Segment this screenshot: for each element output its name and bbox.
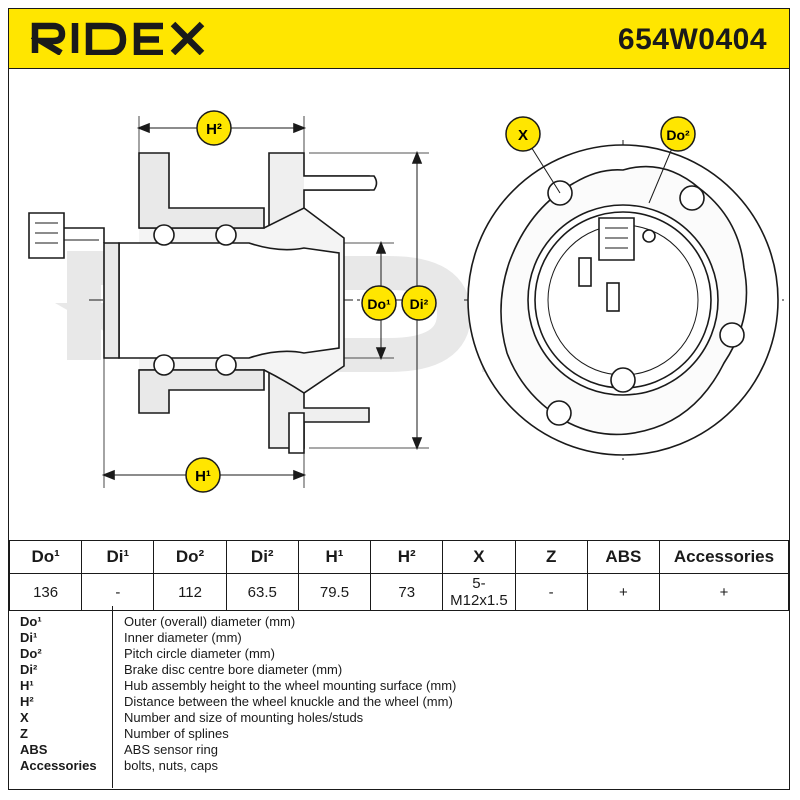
legend-row: Accessories bolts, nuts, caps [9, 758, 789, 774]
spec-table: Do¹ Di¹ Do² Di² H¹ H² X Z ABS Accessorie… [8, 540, 789, 611]
svg-text:X: X [518, 127, 528, 144]
spec-value-do2: 112 [153, 573, 227, 611]
legend-abbr: H² [20, 694, 34, 709]
legend-abbr: Do¹ [20, 614, 42, 629]
legend-desc: Number and size of mounting holes/studs [124, 710, 364, 725]
spec-value-do1: 136 [8, 573, 83, 611]
outer-frame [8, 8, 790, 790]
legend-row: ABS ABS sensor ring [9, 742, 789, 758]
spec-value-di1: - [81, 573, 155, 611]
legend-desc: Brake disc centre bore diameter (mm) [124, 662, 343, 677]
legend: Do¹ Outer (overall) diameter (mm) Di¹ In… [9, 606, 789, 788]
spec-value-h1: 79.5 [297, 573, 372, 611]
spec-value-h2: 73 [370, 573, 444, 611]
spec-table-header-row: Do¹ Di¹ Do² Di² H¹ H² X Z ABS Accessorie… [8, 540, 789, 574]
svg-text:Do²: Do² [666, 127, 690, 143]
legend-desc: Distance between the wheel knuckle and t… [124, 694, 453, 709]
label-do1: Do¹ [361, 285, 397, 321]
spec-header-z: Z [514, 540, 588, 574]
ridex-logo [31, 21, 205, 55]
legend-row: Z Number of splines [9, 726, 789, 742]
spec-header-di1: Di¹ [81, 540, 155, 574]
label-x: X [505, 116, 541, 152]
legend-abbr: H¹ [20, 678, 34, 693]
legend-abbr: Do² [20, 646, 42, 661]
legend-row: H² Distance between the wheel knuckle an… [9, 694, 789, 710]
legend-desc: ABS sensor ring [124, 742, 218, 757]
legend-desc: bolts, nuts, caps [124, 758, 218, 773]
legend-row: X Number and size of mounting holes/stud… [9, 710, 789, 726]
legend-row: Do² Pitch circle diameter (mm) [9, 646, 789, 662]
part-number: 654W0404 [617, 23, 767, 56]
legend-desc: Inner diameter (mm) [124, 630, 242, 645]
spec-header-x: X [442, 540, 516, 574]
hub-cross-section [28, 116, 429, 488]
legend-desc: Hub assembly height to the wheel mountin… [124, 678, 457, 693]
legend-abbr: Accessories [20, 758, 97, 773]
spec-header-h1: H¹ [297, 540, 372, 574]
spec-header-abs: ABS [586, 540, 661, 574]
legend-row: Di² Brake disc centre bore diameter (mm) [9, 662, 789, 678]
legend-desc: Pitch circle diameter (mm) [124, 646, 275, 661]
svg-text:H¹: H¹ [195, 468, 211, 485]
legend-divider [112, 606, 113, 788]
header-bar: 654W0404 [9, 9, 789, 69]
legend-abbr: ABS [20, 742, 48, 757]
spec-header-accessories: Accessories [659, 540, 789, 574]
label-do2: Do² [660, 116, 696, 152]
legend-abbr: Z [20, 726, 28, 741]
legend-row: Do¹ Outer (overall) diameter (mm) [9, 614, 789, 630]
spec-header-di2: Di² [225, 540, 299, 574]
hub-assembly-drawing: H² H¹ Do¹ Di² [28, 110, 784, 493]
spec-value-x: 5-M12x1.5 [442, 573, 516, 611]
svg-text:Do¹: Do¹ [367, 296, 391, 312]
spec-header-do1: Do¹ [8, 540, 83, 574]
label-h1: H¹ [185, 457, 221, 493]
spec-header-do2: Do² [153, 540, 227, 574]
label-h2: H² [196, 110, 232, 146]
svg-text:H²: H² [206, 121, 222, 138]
legend-row: H¹ Hub assembly height to the wheel moun… [9, 678, 789, 694]
spec-value-z: - [514, 573, 588, 611]
spec-value-abs: + [586, 573, 661, 611]
spec-value-accessories: + [659, 573, 789, 611]
label-di2: Di² [401, 285, 437, 321]
hub-front-view [464, 133, 784, 460]
legend-row: Di¹ Inner diameter (mm) [9, 630, 789, 646]
spec-header-h2: H² [370, 540, 444, 574]
svg-text:Di²: Di² [410, 296, 429, 312]
spec-value-di2: 63.5 [225, 573, 299, 611]
legend-desc: Number of splines [124, 726, 229, 741]
legend-abbr: X [20, 710, 29, 725]
legend-desc: Outer (overall) diameter (mm) [124, 614, 296, 629]
legend-abbr: Di² [20, 662, 38, 677]
legend-abbr: Di¹ [20, 630, 38, 645]
spec-table-value-row: 136 - 112 63.5 79.5 73 5-M12x1.5 - + + [8, 573, 789, 611]
